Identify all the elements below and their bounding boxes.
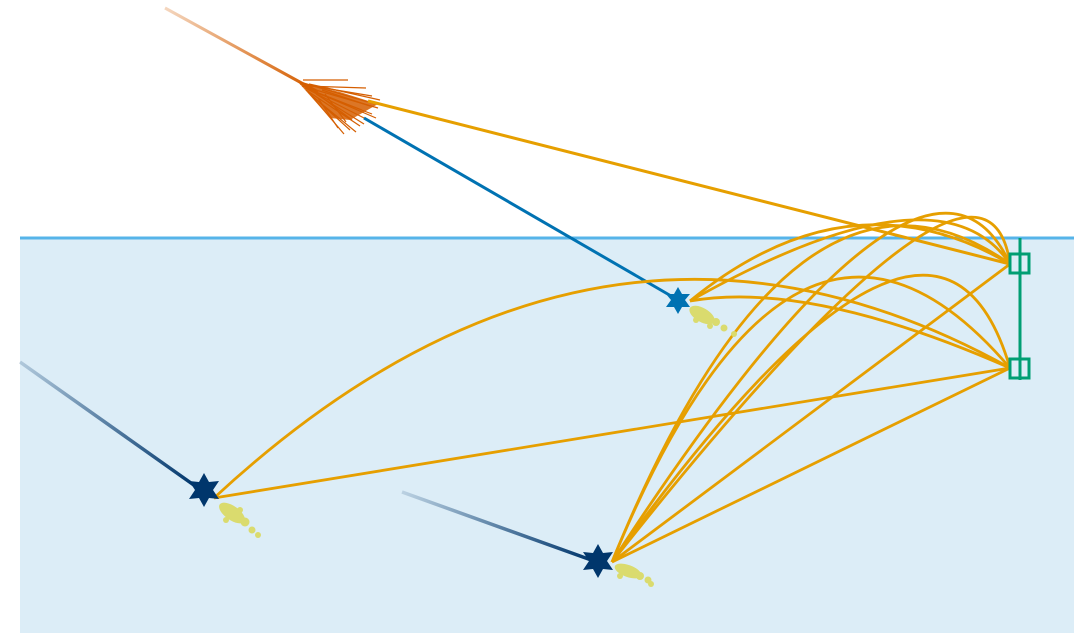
square-antenna-icon (1008, 252, 1031, 275)
radio-ray-path (611, 366, 1011, 564)
star-icon (583, 544, 613, 578)
star-icon (666, 287, 690, 314)
air-shower-core (298, 82, 378, 120)
muon-track (363, 116, 679, 302)
water-region (20, 238, 1074, 633)
radio-ray-path (213, 277, 1011, 500)
radio-rays-vertex-2 (213, 277, 1011, 500)
radio-ray-path (610, 215, 1012, 563)
radio-ray-path (689, 218, 1012, 303)
radio-rays-reflected (610, 215, 1012, 563)
star-icon (189, 473, 219, 507)
neutrino-track-2 (401, 490, 595, 563)
radio-rays-vertex-1 (689, 223, 1011, 370)
cascade-blob-1 (689, 305, 737, 337)
radio-ray-path (367, 99, 1011, 266)
radio-ray-path (611, 262, 1011, 564)
radio-ray-path (689, 295, 1011, 370)
neutrino-track-1 (18, 360, 200, 490)
radio-ray-path (689, 223, 1011, 303)
radio-ray-path (213, 366, 1011, 500)
radio-ray-path (610, 211, 1012, 563)
cosmic-ray-track (164, 6, 319, 94)
square-antenna-icon (1008, 357, 1031, 380)
cascade-blob-3 (614, 563, 654, 587)
cascade-blob-2 (219, 502, 261, 538)
radio-rays-vertex-3 (610, 211, 1012, 564)
radio-ray-path (610, 273, 1012, 563)
